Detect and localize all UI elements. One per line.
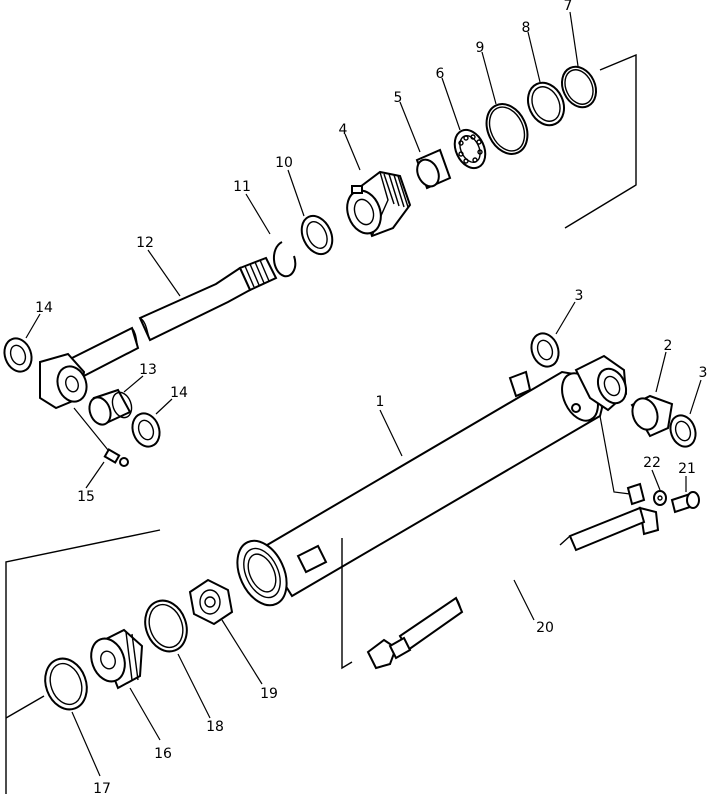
- callout-8: 8: [522, 20, 531, 36]
- callout-16: 16: [154, 746, 172, 762]
- part-12-piston-rod: [39, 256, 278, 410]
- callout-14-upper: 14: [35, 300, 53, 316]
- callout-14-lower: 14: [170, 385, 188, 401]
- callout-21: 21: [678, 461, 696, 477]
- part-8-backup-ring: [527, 81, 565, 127]
- callout-3-right: 3: [699, 365, 708, 381]
- part-11-snap-ring: [273, 241, 297, 278]
- part-14-dust-seal-a: [3, 337, 33, 373]
- callout-6: 6: [436, 66, 445, 82]
- callout-12: 12: [136, 235, 154, 251]
- callout-9: 9: [476, 40, 485, 56]
- part-5-bushing: [415, 148, 452, 190]
- callout-7: 7: [564, 0, 573, 14]
- part-6-seal: [453, 128, 487, 170]
- part-7-oring: [560, 65, 598, 109]
- part-20-hose: [366, 415, 660, 670]
- callout-3-upper: 3: [575, 288, 584, 304]
- part-3-dust-seal-b: [669, 414, 697, 448]
- callout-10: 10: [275, 155, 293, 171]
- callout-15: 15: [77, 489, 95, 505]
- callout-20: 20: [536, 620, 554, 636]
- part-22-washer: [653, 490, 667, 506]
- callout-2: 2: [664, 338, 673, 354]
- leader-lines: [25, 11, 702, 777]
- callout-1: 1: [376, 394, 385, 410]
- callout-11: 11: [233, 179, 251, 195]
- callout-18: 18: [206, 719, 224, 735]
- part-17-seal: [44, 657, 88, 711]
- part-14-dust-seal-b: [131, 412, 161, 448]
- part-9-oring: [485, 103, 529, 155]
- part-10-seal: [300, 214, 334, 256]
- part-16-piston: [90, 628, 144, 690]
- part-21-bolt: [670, 491, 700, 514]
- callout-13: 13: [139, 362, 157, 378]
- callout-4: 4: [339, 122, 348, 138]
- callout-labels: 7 8 9 6 5 4 10 11 12 3 2 3 14 13 14 1 15…: [35, 0, 707, 796]
- callout-5: 5: [394, 90, 403, 106]
- part-2-bushing: [630, 394, 674, 438]
- callout-22: 22: [643, 455, 661, 471]
- lower-left-bracket: [5, 529, 161, 794]
- part-15-grease-fitting: [73, 407, 129, 467]
- part-18-wear-ring: [144, 599, 188, 653]
- lower-group-bracket: [341, 538, 353, 670]
- part-4-gland: [346, 170, 412, 238]
- callout-19: 19: [260, 686, 278, 702]
- part-1-cylinder: [236, 354, 628, 607]
- callout-17: 17: [93, 781, 111, 796]
- part-19-nut: [188, 578, 234, 626]
- upper-group-bracket: [564, 53, 637, 229]
- part-13-bushing: [88, 388, 133, 426]
- part-3-dust-seal-a: [530, 332, 560, 368]
